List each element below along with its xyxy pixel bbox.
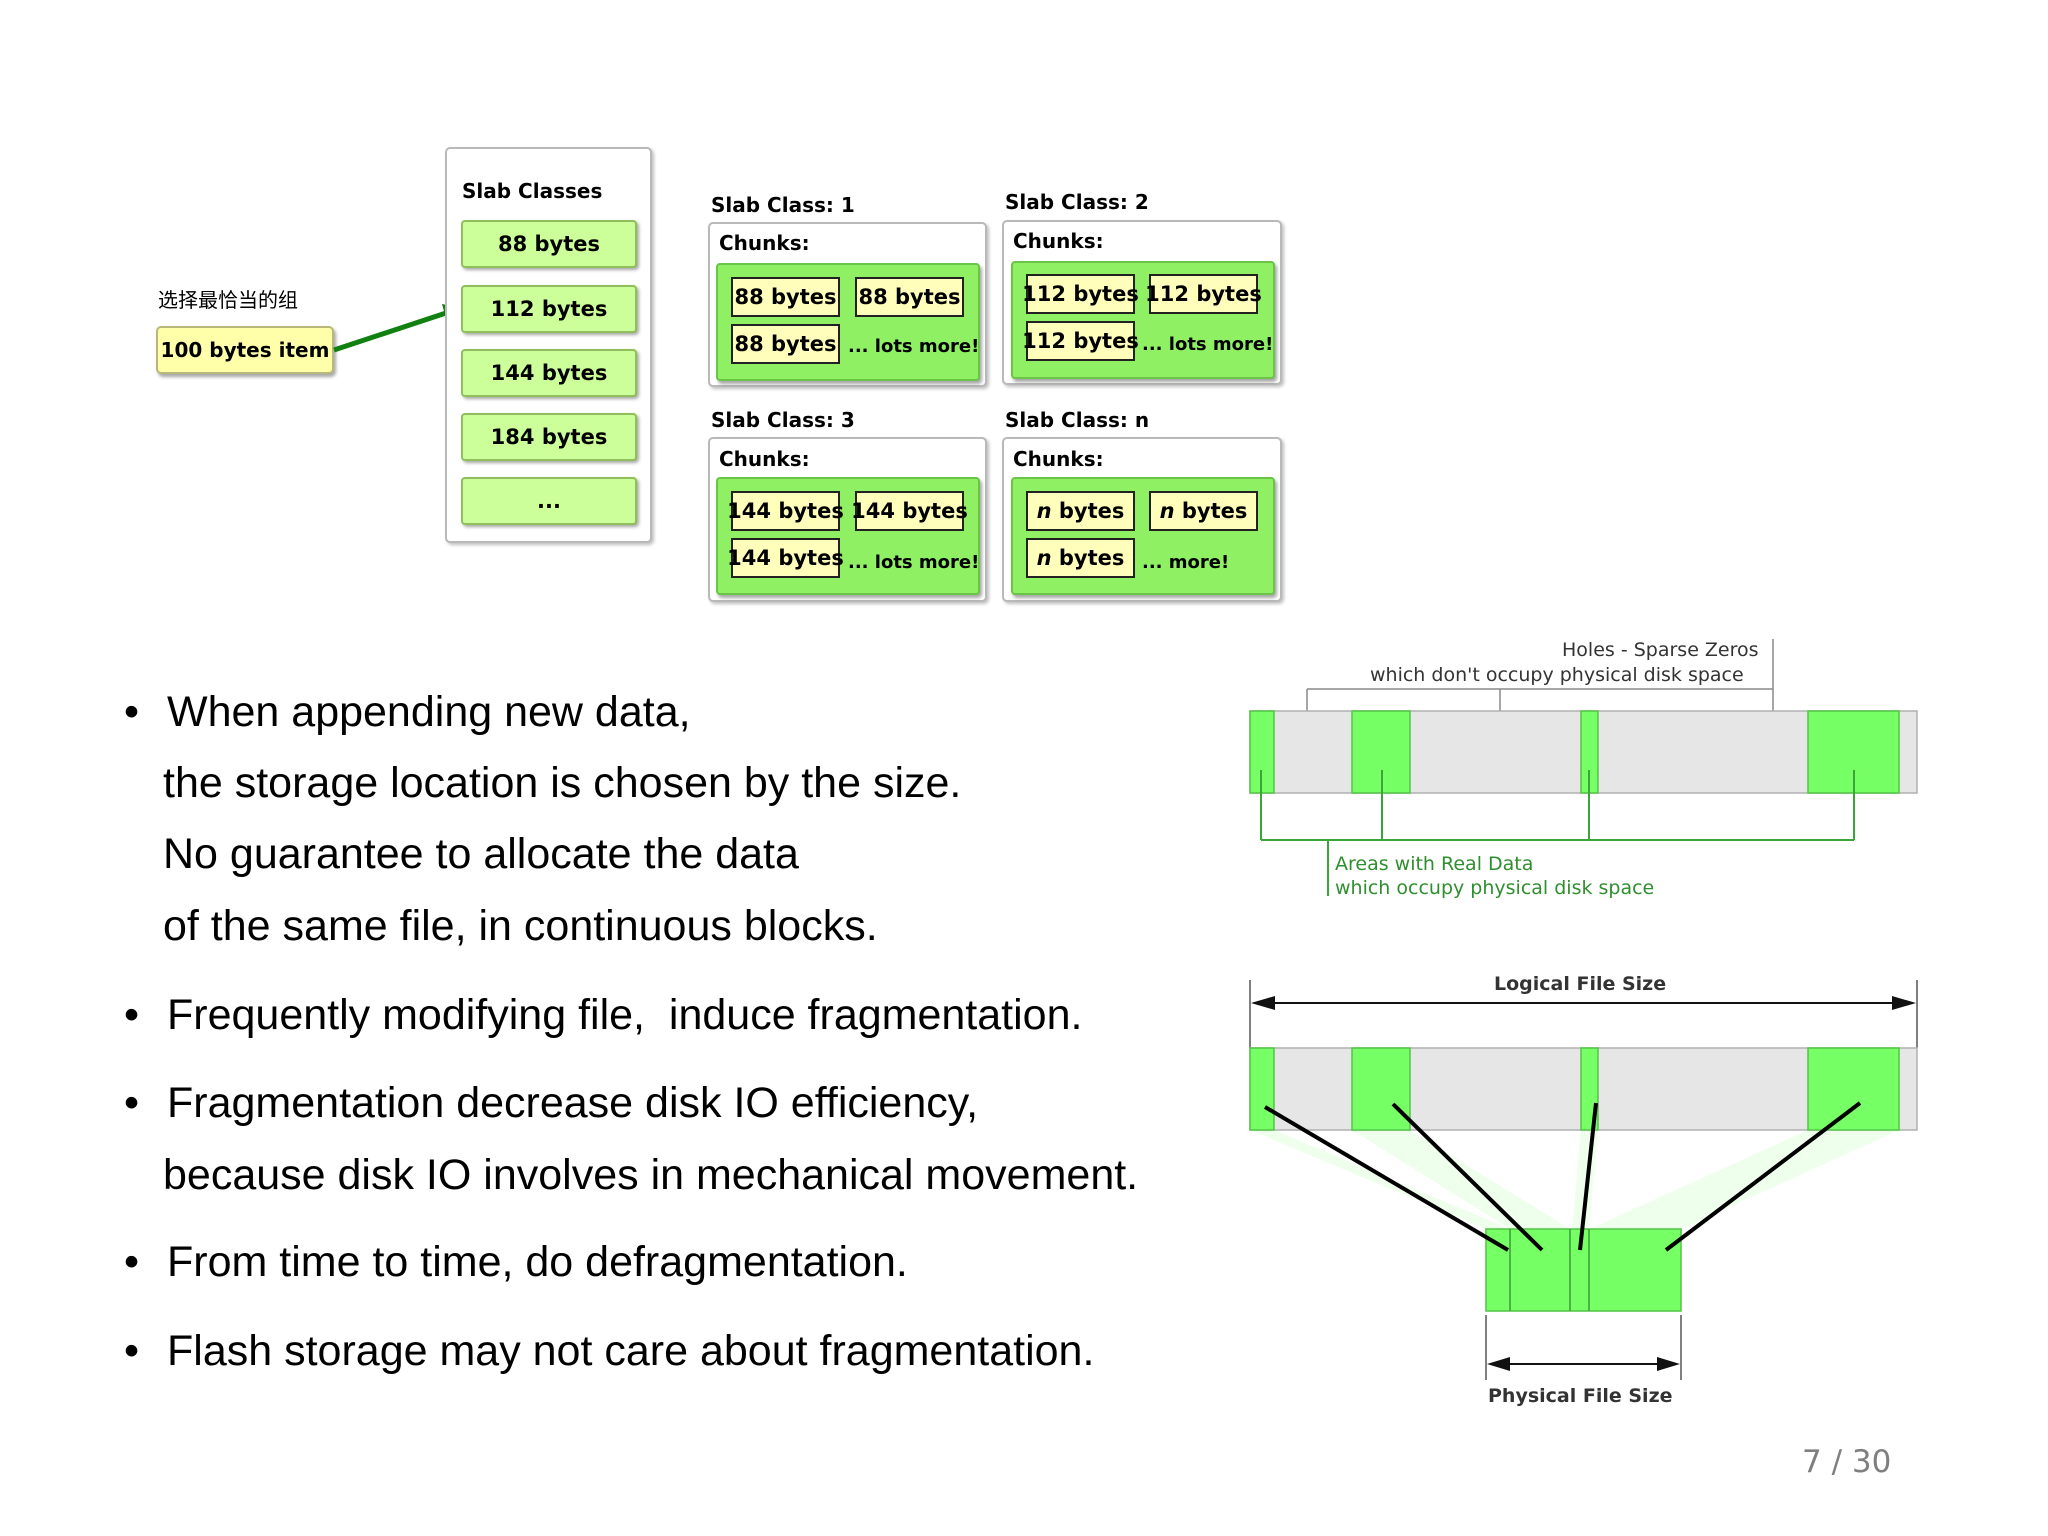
- bullet-2: Frequently modifying file, induce fragme…: [167, 991, 1083, 1039]
- chunk: 112 bytes: [1022, 321, 1139, 361]
- bullet-1-line-3: No guarantee to allocate the data: [163, 830, 799, 878]
- holes-label-line1: Holes - Sparse Zeros: [1562, 639, 1759, 661]
- chunk: 144 bytes: [727, 538, 844, 578]
- chunk: 88 bytes: [731, 277, 840, 317]
- chunk: 112 bytes: [1022, 274, 1139, 314]
- slab-class-item: 144 bytes: [461, 349, 637, 397]
- physical-size-label: Physical File Size: [1488, 1385, 1673, 1407]
- item-box: 100 bytes item: [156, 326, 334, 374]
- choose-group-label: 选择最恰当的组: [158, 288, 298, 312]
- chunk: 88 bytes: [731, 324, 840, 364]
- sparse-file-diagram: [1249, 639, 1918, 896]
- bullet-marker: •: [124, 688, 140, 736]
- logical-size-label: Logical File Size: [1494, 973, 1667, 995]
- chunk: n bytes: [1149, 491, 1258, 531]
- bullet-marker: •: [124, 1238, 140, 1286]
- holes-label-line2: which don't occupy physical disk space: [1370, 664, 1744, 686]
- chunk: 88 bytes: [855, 277, 964, 317]
- slab-class-item: ...: [461, 477, 637, 525]
- bullet-4: From time to time, do defragmentation.: [167, 1238, 908, 1286]
- more-label: ... lots more!: [848, 336, 980, 357]
- page-number: 7 / 30: [1802, 1444, 1892, 1480]
- bullet-marker: •: [124, 1079, 140, 1127]
- slab-class-title: Slab Class: 3: [711, 408, 855, 432]
- chunk: 144 bytes: [851, 491, 968, 531]
- slab-class-title: Slab Class: 1: [711, 193, 855, 217]
- bullet-marker: •: [124, 1327, 140, 1375]
- more-label: ... more!: [1142, 552, 1230, 573]
- chunks-label: Chunks:: [1013, 447, 1104, 471]
- chunk: n bytes: [1026, 538, 1135, 578]
- bullet-1-line-4: of the same file, in continuous blocks.: [163, 902, 878, 950]
- slab-class-title: Slab Class: 2: [1005, 190, 1149, 214]
- chunks-label: Chunks:: [719, 447, 810, 471]
- fragmentation-diagram: [1249, 980, 1918, 1380]
- bullet-3-line-1: Fragmentation decrease disk IO efficienc…: [167, 1079, 979, 1127]
- slab-class-item: 184 bytes: [461, 413, 637, 461]
- chunk: 144 bytes: [727, 491, 844, 531]
- areas-label-line1: Areas with Real Data: [1335, 853, 1534, 875]
- slab-class-title: Slab Class: n: [1005, 408, 1150, 432]
- chunk: 112 bytes: [1145, 274, 1262, 314]
- chunks-label: Chunks:: [719, 231, 810, 255]
- bullet-3-line-2: because disk IO involves in mechanical m…: [163, 1151, 1139, 1199]
- bullet-5: Flash storage may not care about fragmen…: [167, 1327, 1095, 1375]
- slab-class-item: 88 bytes: [461, 220, 637, 268]
- bullet-1-line-1: When appending new data,: [167, 688, 691, 736]
- more-label: ... lots more!: [848, 552, 980, 573]
- areas-label-line2: which occupy physical disk space: [1335, 877, 1655, 899]
- more-label: ... lots more!: [1142, 334, 1274, 355]
- slab-class-item: 112 bytes: [461, 285, 637, 333]
- chunk: n bytes: [1026, 491, 1135, 531]
- slab-classes-title: Slab Classes: [462, 179, 603, 203]
- bullet-1-line-2: the storage location is chosen by the si…: [163, 759, 962, 807]
- chunks-label: Chunks:: [1013, 229, 1104, 253]
- bullet-marker: •: [124, 991, 140, 1039]
